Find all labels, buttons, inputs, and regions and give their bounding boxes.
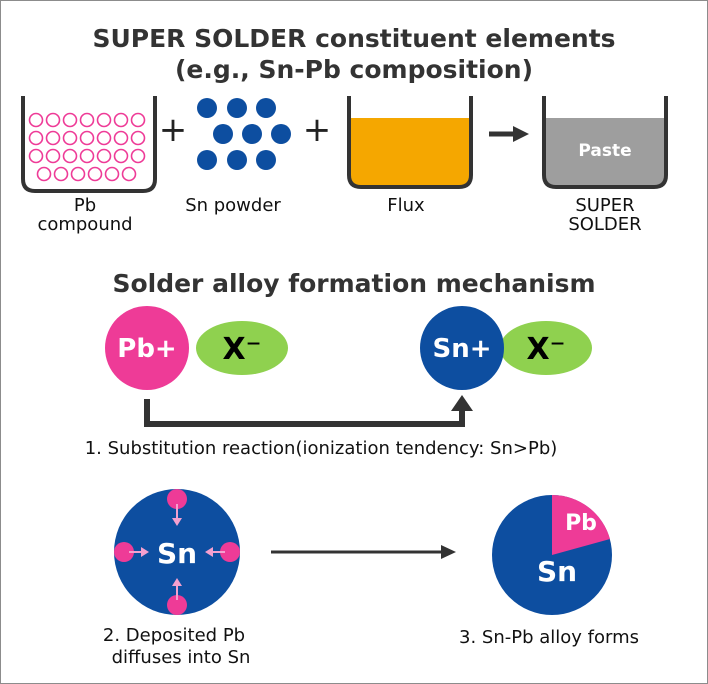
pb-ring-particle [62, 130, 78, 146]
pb-compound-label-2: compound [37, 214, 132, 235]
pb-ring-particle [79, 148, 95, 164]
pb-ring-particle [104, 166, 120, 182]
anion-label-left: X⁻ [223, 332, 262, 367]
pie-pb-label: Pb [565, 511, 597, 536]
substitution-arrow [144, 395, 473, 427]
sn-powder-particles [197, 98, 291, 170]
sn-powder-dot [271, 124, 291, 144]
plus-sign-1: + [159, 110, 188, 150]
pb-ring-particle [79, 112, 95, 128]
anion-ellipse-left [196, 321, 288, 375]
pb-ring-particle [113, 148, 129, 164]
plus-sign-2: + [303, 110, 332, 150]
pb-ring-particle [130, 112, 146, 128]
super-solder-container [542, 96, 668, 189]
sn-powder-dot [227, 150, 247, 170]
pb-ring-particle [53, 166, 69, 182]
step3-text: 3. Sn-Pb alloy forms [459, 627, 639, 648]
sn-powder-label: Sn powder [185, 195, 281, 216]
pb-ring-particle [121, 166, 137, 182]
flux-label: Flux [387, 195, 425, 216]
pb-ring-particle [70, 166, 86, 182]
pb-ring-particle [96, 112, 112, 128]
pb-compound-label-1: Pb [74, 195, 96, 216]
pb-ring-particle [45, 130, 61, 146]
pb-ring-particle [130, 148, 146, 164]
diffusion-diagram [114, 489, 240, 615]
pb-ion-circle [105, 306, 189, 390]
step2-text-line2: diffuses into Sn [112, 647, 251, 668]
pb-ring-particle [28, 148, 44, 164]
sn-powder-dot [197, 98, 217, 118]
pb-ring-particle [113, 130, 129, 146]
arrow-to-paste [489, 126, 529, 142]
anion-ellipse-right [500, 321, 592, 375]
anion-label-right: X⁻ [527, 332, 566, 367]
mechanism-title: Solder alloy formation mechanism [112, 269, 595, 298]
sn-center-label: Sn [157, 537, 197, 570]
pb-ring-particle [28, 130, 44, 146]
pb-ring-particle [28, 112, 44, 128]
sn-ion-label: Sn+ [432, 334, 491, 364]
main-title-line1: SUPER SOLDER constituent elements [92, 24, 615, 53]
sn-powder-dot [197, 150, 217, 170]
sn-ion-circle [420, 306, 504, 390]
pb-ring-particle [96, 148, 112, 164]
sn-powder-dot [213, 124, 233, 144]
sn-powder-dot [256, 98, 276, 118]
main-title-line2: (e.g., Sn-Pb composition) [175, 55, 533, 84]
pb-ring-particle [62, 148, 78, 164]
alloy-pie [492, 494, 612, 615]
paste-text: Paste [578, 141, 631, 161]
step1-text: 1. Substitution reaction(ionization tend… [85, 438, 558, 459]
pb-ring-particle [36, 166, 52, 182]
arrow-to-alloy [271, 545, 456, 559]
pb-ion-label: Pb+ [117, 334, 176, 364]
super-solder-label-1: SUPER [575, 195, 634, 216]
super-solder-label-2: SOLDER [568, 214, 641, 235]
pb-ring-particle [113, 112, 129, 128]
pb-ring-particle [130, 130, 146, 146]
sn-powder-dot [256, 150, 276, 170]
pb-compound-particles [28, 112, 146, 182]
flux-container [347, 96, 473, 189]
pb-ring-particle [96, 130, 112, 146]
pb-ring-particle [79, 130, 95, 146]
pb-compound-container [21, 96, 157, 193]
pie-sn-label: Sn [537, 555, 577, 588]
pb-ring-particle [45, 112, 61, 128]
sn-powder-dot [227, 98, 247, 118]
step2-text-line1: 2. Deposited Pb [103, 625, 245, 646]
pb-ring-particle [45, 148, 61, 164]
pb-ring-particle [87, 166, 103, 182]
sn-powder-dot [242, 124, 262, 144]
pb-ring-particle [62, 112, 78, 128]
